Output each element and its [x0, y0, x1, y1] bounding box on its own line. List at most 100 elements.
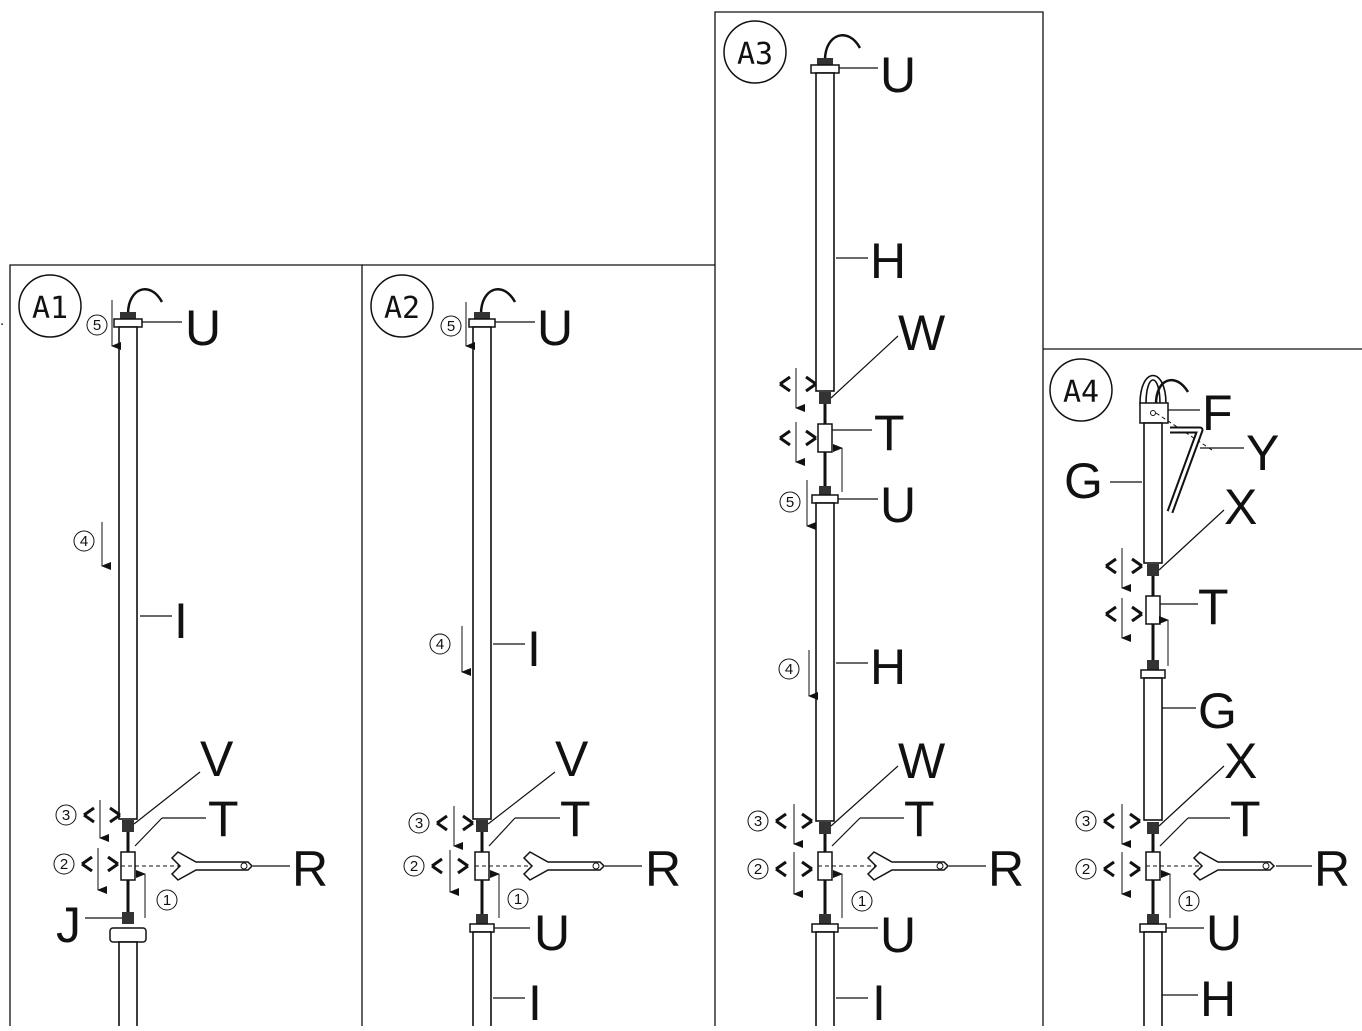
svg-text:2: 2	[410, 858, 418, 875]
panel-a4-id: A4	[1063, 375, 1099, 410]
label-i: I	[174, 593, 188, 649]
panel-a3: A3	[723, 20, 1024, 1031]
connector-bottom	[476, 914, 488, 924]
wrench-r	[170, 851, 254, 881]
tube-g-lower	[1143, 677, 1163, 821]
wrench-r	[1192, 851, 1276, 881]
panel-a1-frame	[9, 264, 363, 1026]
label-v: V	[555, 731, 589, 787]
step-2: 2	[53, 848, 119, 894]
base-plate	[109, 927, 147, 943]
wrench-r	[522, 851, 606, 881]
svg-text:3: 3	[415, 815, 423, 832]
step-1: 1	[1161, 870, 1200, 918]
panel-a1: A1 U I V T R	[18, 274, 328, 1031]
panel-a4-badge	[1049, 358, 1113, 422]
step-5: 5	[440, 302, 475, 350]
step-5: 5	[86, 300, 121, 350]
edge-dot: .	[0, 312, 4, 329]
cable	[823, 34, 862, 61]
wrench-hole	[240, 862, 248, 870]
top-connector	[120, 312, 136, 320]
svg-text:4: 4	[436, 636, 444, 653]
step-3: 3	[408, 806, 474, 850]
connector-v	[122, 820, 134, 832]
rotate-marker-upper-2	[779, 422, 843, 492]
svg-text:2: 2	[60, 856, 68, 873]
coupler-t-upper	[817, 423, 833, 453]
svg-text:2: 2	[1082, 861, 1090, 878]
step-4: 4	[73, 522, 111, 570]
svg-text:3: 3	[754, 813, 762, 830]
rotate-marker-upper-1	[1105, 548, 1143, 592]
tube-i-lower	[815, 931, 835, 1031]
step-4: 4	[778, 650, 818, 700]
label-r: R	[1314, 841, 1350, 897]
svg-text:5: 5	[447, 318, 455, 335]
top-connector	[817, 58, 833, 66]
panel-frames	[9, 11, 1362, 1026]
label-j: J	[56, 897, 81, 953]
label-x-lower: X	[1224, 733, 1257, 789]
label-r: R	[988, 841, 1024, 897]
label-t-lower: T	[1230, 791, 1261, 847]
step-2: 2	[1075, 852, 1141, 898]
label-y: Y	[1246, 425, 1279, 481]
step-1: 1	[136, 870, 178, 918]
label-u: U	[537, 300, 573, 356]
panel-a2-id: A2	[384, 291, 420, 326]
label-v: V	[200, 731, 234, 787]
cap-u	[468, 318, 496, 328]
svg-text:4: 4	[785, 661, 793, 678]
top-connector	[474, 312, 490, 320]
rotate-marker-upper-1	[779, 368, 817, 412]
cap-u-lower	[1139, 923, 1167, 933]
cap-u-lower	[811, 923, 839, 933]
tube-g-upper	[1143, 422, 1163, 564]
connector-x-upper	[1147, 564, 1159, 576]
label-u-lower: U	[880, 907, 916, 963]
cable	[1154, 378, 1190, 405]
label-i-lower: I	[528, 975, 542, 1026]
tube-i-lower	[472, 931, 492, 1031]
label-f: F	[1202, 385, 1233, 441]
label-g-lower: G	[1198, 683, 1237, 739]
svg-text:3: 3	[62, 807, 70, 824]
connector-j	[122, 912, 134, 924]
label-t: T	[560, 791, 591, 847]
label-u-mid: U	[880, 477, 916, 533]
panel-a2-badge	[370, 274, 434, 338]
coupler-t-upper	[1145, 595, 1161, 625]
panel-a1-badge	[18, 274, 82, 338]
cable-loop	[1145, 379, 1161, 405]
label-w-upper: W	[898, 305, 946, 361]
step-1: 1	[490, 870, 529, 918]
label-i-lower: I	[872, 975, 886, 1026]
label-i: I	[527, 621, 541, 677]
tube-i	[472, 326, 492, 820]
cap-f	[1139, 402, 1169, 424]
cap-u-mid	[811, 494, 839, 504]
svg-text:1: 1	[514, 891, 522, 908]
tube-h-upper	[815, 72, 835, 392]
tube-h-lower	[1143, 931, 1163, 1031]
connector-w-upper	[819, 392, 831, 404]
label-t-lower: T	[904, 791, 935, 847]
step-2: 2	[403, 850, 469, 896]
connector-x-lower	[1147, 822, 1159, 834]
svg-text:3: 3	[1082, 813, 1090, 830]
label-t-upper: T	[1198, 579, 1229, 635]
label-r: R	[292, 841, 328, 897]
cap-u	[113, 318, 143, 328]
cap-lower	[1140, 669, 1166, 679]
svg-text:1: 1	[858, 893, 866, 910]
cable-loop	[1139, 374, 1167, 405]
panel-a3-badge	[723, 20, 787, 84]
svg-text:2: 2	[754, 861, 762, 878]
cable	[126, 288, 164, 315]
label-h-lower: H	[870, 639, 906, 695]
connector-w-lower	[819, 822, 831, 834]
panel-a2: A2 U I V T R U I 5	[370, 274, 681, 1031]
svg-text:5: 5	[786, 494, 794, 511]
